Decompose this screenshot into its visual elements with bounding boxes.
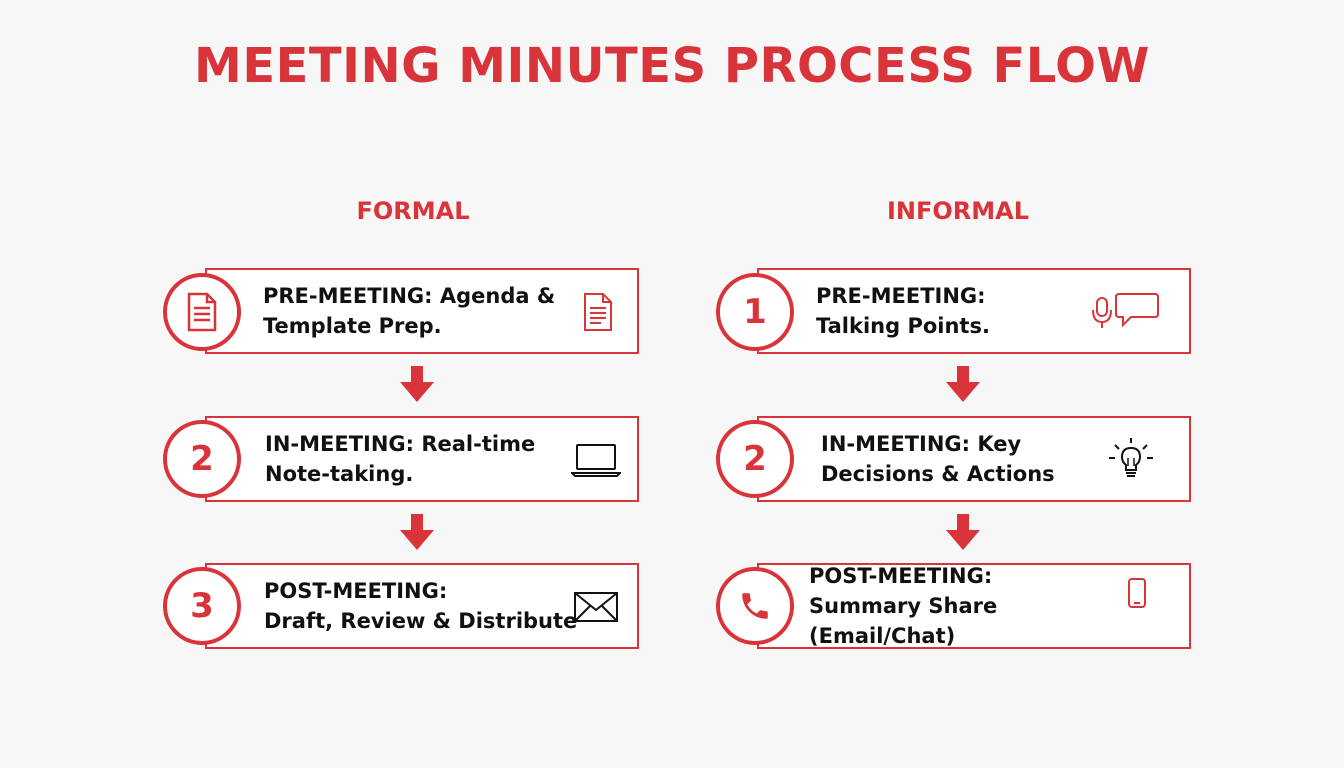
step-label: IN-MEETING: Real-time Note-taking. [265, 418, 565, 500]
step-line-1: IN-MEETING: Key [821, 432, 1022, 456]
informal-column-heading: INFORMAL [886, 197, 1030, 225]
mobile-phone-icon [1128, 578, 1146, 608]
step-line-2: Talking Points. [816, 314, 990, 338]
arrow-down-icon [946, 514, 980, 550]
arrow-down-icon [400, 514, 434, 550]
step-line-1: POST-MEETING: [264, 579, 448, 603]
step-badge [716, 567, 794, 645]
lightbulb-icon [1109, 438, 1153, 477]
document-icon [187, 292, 217, 332]
informal-step-pre-meeting: PRE-MEETING: Talking Points. [757, 268, 1191, 354]
step-label: IN-MEETING: Key Decisions & Actions [821, 418, 1121, 500]
formal-column-heading: FORMAL [356, 197, 470, 225]
envelope-icon [574, 592, 618, 622]
formal-step-pre-meeting: PRE-MEETING: Agenda & Template Prep. [205, 268, 639, 354]
page-title: MEETING MINUTES PROCESS FLOW [194, 38, 1150, 94]
step-line-1: IN-MEETING: Real-time [265, 432, 536, 456]
step-badge: 2 [163, 420, 241, 498]
step-label: PRE-MEETING: Talking Points. [816, 270, 1116, 352]
laptop-icon [571, 444, 621, 477]
arrow-down-icon [946, 366, 980, 402]
microphone-chat-icon [1092, 293, 1159, 328]
step-line-1: POST-MEETING: [809, 564, 993, 588]
document-icon [584, 293, 612, 331]
arrow-down-icon [400, 366, 434, 402]
step-label: POST-MEETING: Draft, Review & Distribute [264, 565, 584, 647]
step-badge: 3 [163, 567, 241, 645]
step-line-2: Note-taking. [265, 462, 414, 486]
informal-step-in-meeting: IN-MEETING: Key Decisions & Actions [757, 416, 1191, 502]
step-line-1: PRE-MEETING: [816, 284, 986, 308]
step-line-2: Draft, Review & Distribute [264, 609, 578, 633]
formal-step-post-meeting: POST-MEETING: Draft, Review & Distribute [205, 563, 639, 649]
step-line-2: Decisions & Actions [821, 462, 1055, 486]
informal-step-post-meeting: POST-MEETING: Summary Share (Email/Chat) [757, 563, 1191, 649]
step-badge: 2 [716, 420, 794, 498]
step-line-2: Summary Share (Email/Chat) [809, 594, 998, 648]
step-label: PRE-MEETING: Agenda & Template Prep. [263, 270, 563, 352]
formal-step-in-meeting: IN-MEETING: Real-time Note-taking. [205, 416, 639, 502]
phone-icon [742, 593, 768, 619]
step-line-2: Template Prep. [263, 314, 442, 338]
step-line-1: PRE-MEETING: Agenda & [263, 284, 556, 308]
step-label: POST-MEETING: Summary Share (Email/Chat) [809, 564, 1149, 648]
step-badge: 1 [716, 273, 794, 351]
step-badge [163, 273, 241, 351]
